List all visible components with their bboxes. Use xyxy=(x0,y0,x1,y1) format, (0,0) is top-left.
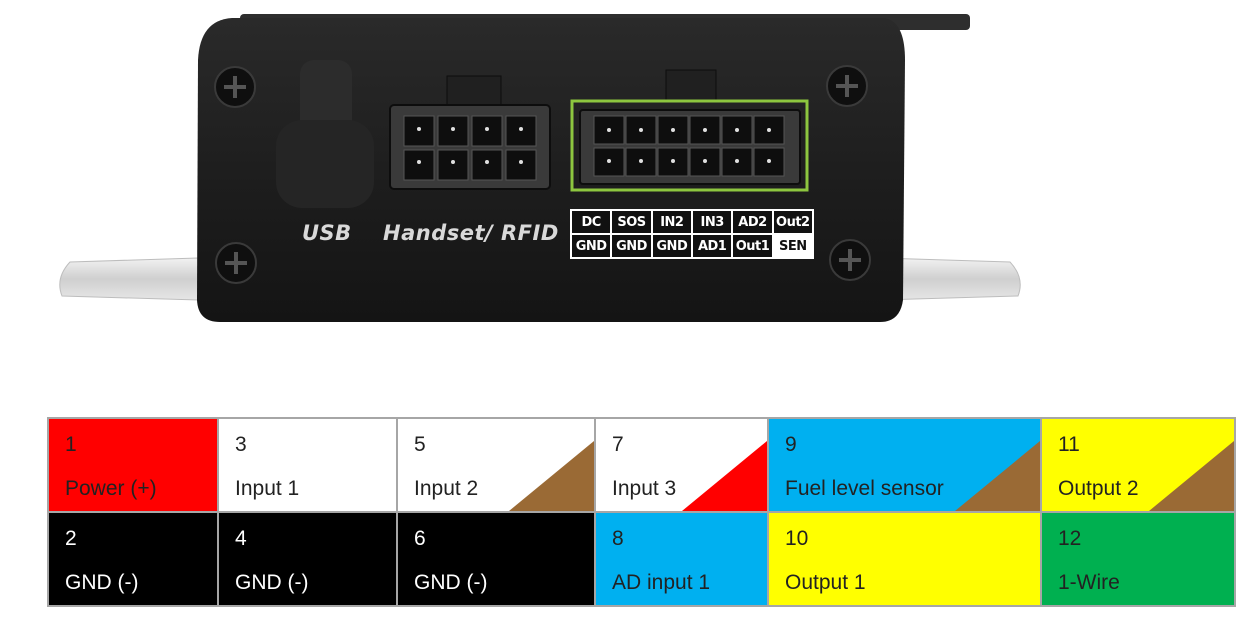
pin-number: 7 xyxy=(612,433,624,456)
pin-number: 10 xyxy=(785,527,809,550)
pin-function: Output 1 xyxy=(785,571,866,594)
pin-label: GND xyxy=(651,234,692,258)
pin-number: 6 xyxy=(414,527,426,550)
pin-number: 2 xyxy=(65,527,77,550)
pin-function: Input 1 xyxy=(235,477,300,500)
device-body xyxy=(59,14,1021,322)
wire-stripe-marker xyxy=(956,441,1039,510)
pin-number: 4 xyxy=(235,527,247,550)
twelve-pin-connector xyxy=(579,69,801,185)
pin-number: 9 xyxy=(785,433,797,456)
connector-pin-labels: DC SOS IN2 IN3 AD2 Out2 GND GND GND AD1 … xyxy=(570,209,814,259)
pin-label: Out1 xyxy=(732,234,773,258)
usb-port-cover xyxy=(276,60,374,208)
pin-number: 11 xyxy=(1058,433,1080,456)
handset-rfid-connector xyxy=(389,75,551,190)
pin-number: 1 xyxy=(65,433,77,456)
pin-label: AD1 xyxy=(691,234,733,258)
pin-number: 8 xyxy=(612,527,624,550)
pin-label: GND xyxy=(611,234,652,258)
wire-stripe-triangle xyxy=(1150,441,1233,510)
pin-number: 3 xyxy=(235,433,247,456)
pin-function: GND (-) xyxy=(414,571,488,594)
pin-cell: 12 1-Wire xyxy=(1040,511,1236,607)
screw-bottom-right xyxy=(829,239,871,281)
pin-function: Power (+) xyxy=(65,477,157,500)
pin-function: Fuel level sensor xyxy=(785,477,944,500)
pin-function: Input 2 xyxy=(414,477,479,500)
pin-function: GND (-) xyxy=(235,571,309,594)
pin-function: Input 3 xyxy=(612,477,677,500)
screw-top-right xyxy=(826,65,868,107)
pin-label: SEN xyxy=(772,234,813,258)
pin-function: GND (-) xyxy=(65,571,139,594)
highlight-box xyxy=(570,99,809,192)
pin-label: AD2 xyxy=(732,210,773,234)
tracker-device-photo: USB Handset/ RFID DC SOS IN2 IN3 AD2 Out… xyxy=(59,14,1021,322)
pin-number: 5 xyxy=(414,433,426,456)
wire-stripe-triangle xyxy=(510,441,593,510)
left-mounting-flange xyxy=(59,257,199,301)
pin-label: DC xyxy=(571,210,612,234)
pin-label: IN3 xyxy=(691,210,733,234)
screw-bottom-left xyxy=(215,242,257,284)
pin-label: IN2 xyxy=(651,210,692,234)
screw-top-left xyxy=(214,66,256,108)
wire-stripe-marker xyxy=(510,441,593,510)
wire-stripe-triangle xyxy=(683,441,766,510)
pin-function: AD input 1 xyxy=(612,571,711,594)
wire-stripe-triangle xyxy=(956,441,1039,510)
pin-label: GND xyxy=(571,234,612,258)
usb-label: USB xyxy=(302,221,352,245)
pin-function: 1-Wire xyxy=(1058,571,1120,594)
pin-cell: 8 AD input 1 xyxy=(594,511,769,607)
pin-label: Out2 xyxy=(772,210,813,234)
wire-stripe-marker xyxy=(683,441,766,510)
pin-function: Output 2 xyxy=(1058,477,1139,500)
wire-stripe-marker xyxy=(1150,441,1233,510)
pin-number: 12 xyxy=(1058,527,1082,550)
handset-rfid-label: Handset/ RFID xyxy=(383,221,559,245)
right-mounting-flange xyxy=(879,257,1021,301)
pin-label: SOS xyxy=(611,210,652,234)
